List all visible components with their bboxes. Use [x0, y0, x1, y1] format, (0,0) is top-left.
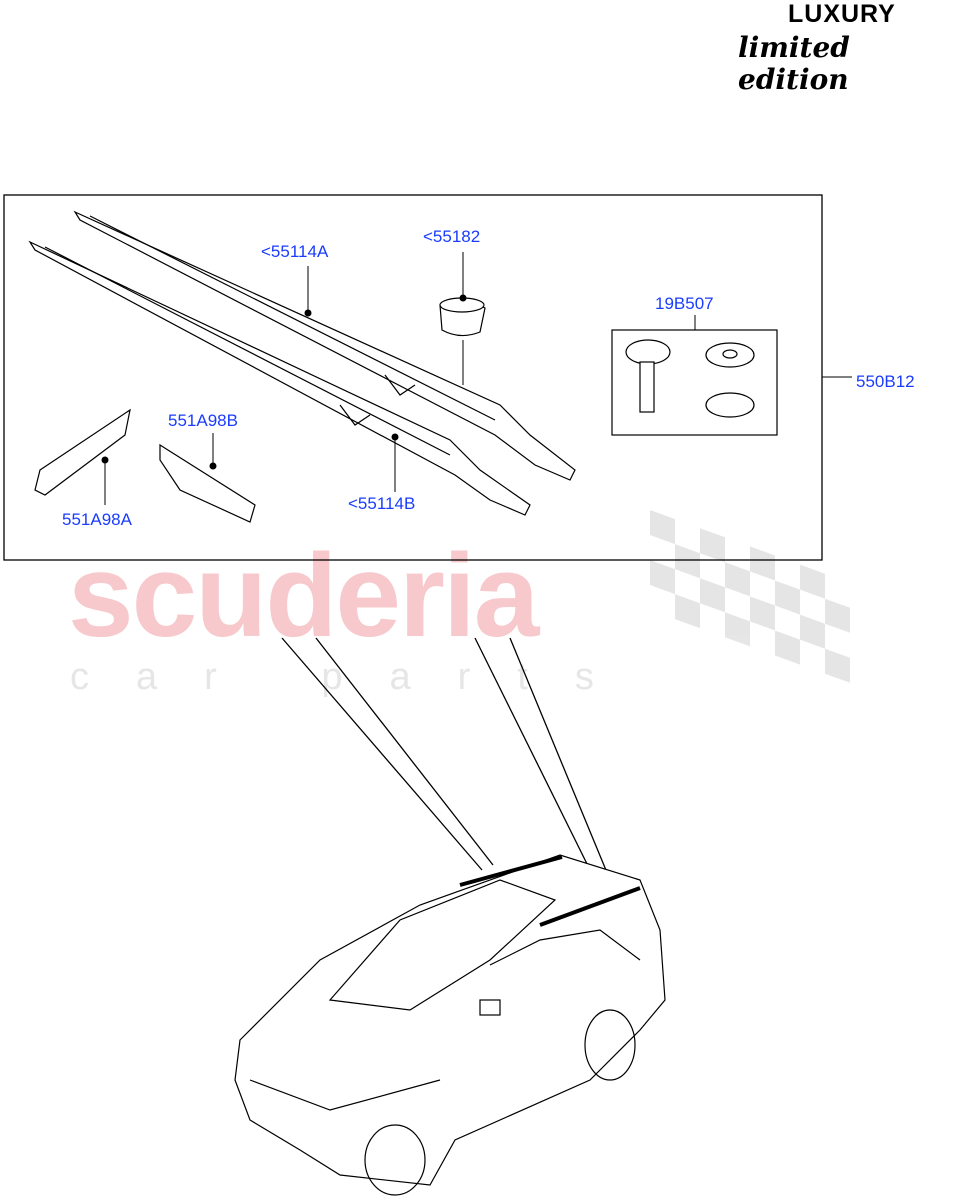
callout-cover-a[interactable]: 551A98A: [62, 510, 132, 529]
cover-b-part: [159, 443, 256, 523]
vehicle-illustration: [234, 854, 666, 1196]
cover-a-part: [34, 408, 131, 496]
fixing-kit-box: [611, 329, 778, 436]
callout-end-cap[interactable]: <55182: [423, 227, 481, 246]
brand-title: LUXURY: [788, 0, 896, 28]
callout-rail-b[interactable]: <55114B: [348, 494, 416, 513]
checker-flag-watermark: [650, 509, 850, 683]
projection-lines: [281, 637, 609, 881]
callout-rail-a[interactable]: <55114A: [261, 242, 329, 261]
callout-assembly[interactable]: 550B12: [856, 372, 915, 391]
leader-lines: [101, 252, 696, 505]
roof-rail-a: [73, 210, 576, 481]
callout-cover-b[interactable]: 551A98B: [168, 411, 238, 430]
roof-rail-b: [28, 240, 531, 516]
end-cap-part: [439, 297, 486, 337]
watermark-subtitle: car parts: [70, 656, 641, 698]
callout-fixing-kit[interactable]: 19B507: [655, 294, 714, 313]
watermark-logo: scuderia: [68, 530, 539, 662]
brand-subtitle: limited edition: [738, 31, 850, 96]
